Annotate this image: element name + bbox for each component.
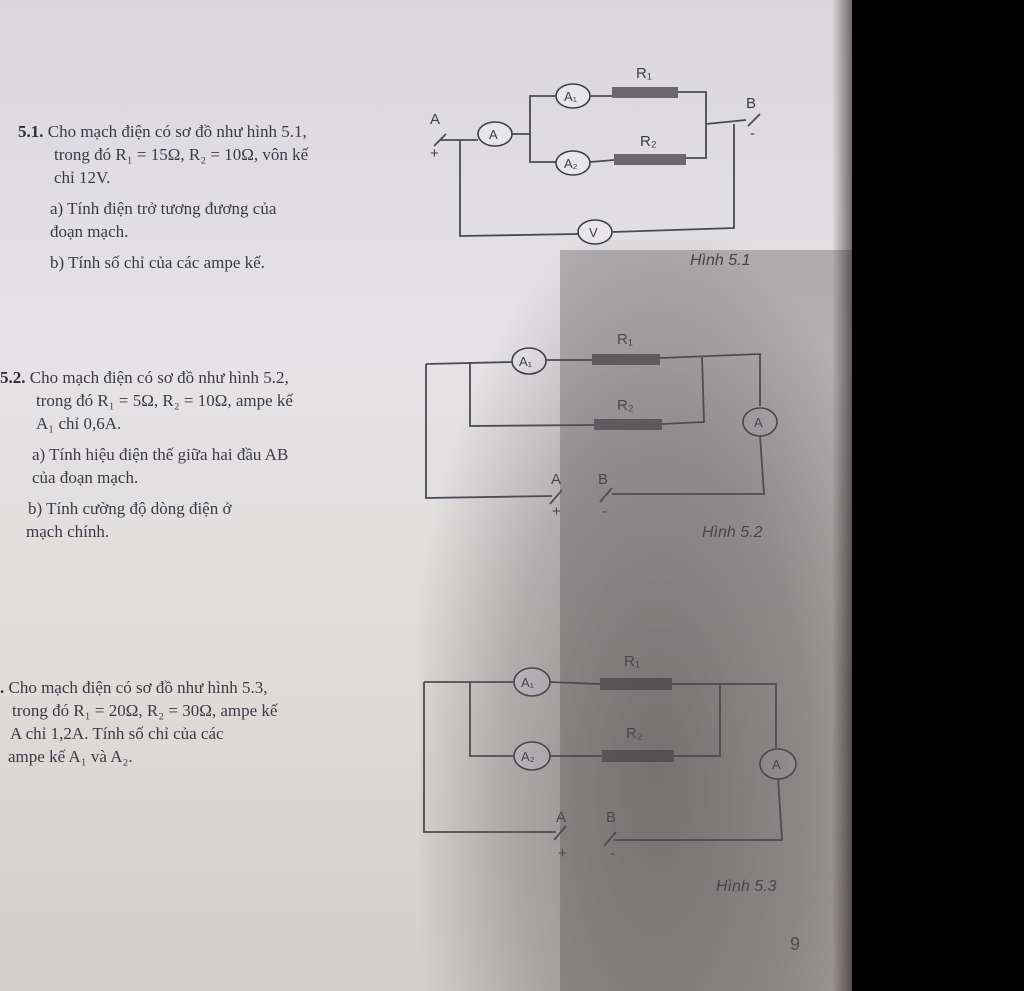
terminal-a-mark xyxy=(433,133,447,147)
statement-line: Cho mạch điện có sơ đồ như hình 5.2, xyxy=(29,368,289,387)
problem-5-1: 5.1. Cho mạch điện có sơ đồ như hình 5.1… xyxy=(18,120,378,274)
problem-number: 5.1. xyxy=(18,122,44,141)
terminal-a-mark xyxy=(553,825,567,841)
terminal-label: A xyxy=(556,809,566,826)
statement-line: ampe kế A₁ và A₂. xyxy=(8,747,133,766)
polarity-label: + xyxy=(552,503,561,520)
part-b: b) Tính cường độ dòng điện ở xyxy=(28,499,232,518)
figure-5-1: A₁ A₂ A V R₁ R₂ A B + - xyxy=(430,65,761,245)
resistor-r2 xyxy=(602,750,674,762)
polarity-label: - xyxy=(750,125,755,142)
part-b-cont: mạch chính. xyxy=(26,522,110,541)
wire xyxy=(659,353,761,406)
resistor-r1 xyxy=(592,354,660,365)
polarity-label: + xyxy=(558,845,567,862)
resistor-r2 xyxy=(614,154,686,165)
terminal-label: B xyxy=(746,95,756,112)
statement-line: Cho mạch điện có sơ đồ như hình 5.1, xyxy=(47,122,307,141)
meter-label: A xyxy=(772,757,781,772)
meter-label: A₂ xyxy=(564,156,578,171)
meter-label: A₁ xyxy=(521,675,535,690)
figure-caption: Hình 5.3 xyxy=(716,878,777,895)
terminal-label: A xyxy=(551,471,561,488)
polarity-label: - xyxy=(602,503,607,520)
part-a-cont: của đoạn mạch. xyxy=(32,468,139,487)
wire xyxy=(661,355,705,425)
wire xyxy=(425,364,553,499)
polarity-label: + xyxy=(430,145,439,162)
terminal-b-mark xyxy=(747,113,761,127)
meter-label: V xyxy=(589,225,598,240)
part-b: b) Tính số chỉ của các ampe kế. xyxy=(50,253,265,272)
terminal-label: B xyxy=(606,809,616,826)
figure-5-2: A₁ A R₁ R₂ A B + - xyxy=(425,331,778,520)
problem-number: . xyxy=(0,678,5,697)
statement-line: A chỉ 1,2A. Tính số chỉ của các xyxy=(10,724,224,743)
wire xyxy=(611,124,735,233)
resistor-r1 xyxy=(600,678,672,690)
meter-label: A₁ xyxy=(519,354,533,369)
part-a: a) Tính hiệu điện thế giữa hai đầu AB xyxy=(32,445,289,464)
circuit-diagrams: A₁ A₂ A V R₁ R₂ A B + - A₁ xyxy=(423,65,797,862)
meter-label: A xyxy=(754,415,763,430)
ammeter-a2 xyxy=(555,150,591,176)
ammeter-a xyxy=(477,121,513,147)
wire xyxy=(674,684,721,757)
wire xyxy=(678,91,707,159)
resistor-label: R₂ xyxy=(640,133,657,150)
figure-5-3: A₁ A₂ A R₁ R₂ A B + - xyxy=(423,653,797,862)
resistor-label: R₁ xyxy=(624,653,640,670)
problem-number: 5.2. xyxy=(0,368,26,387)
statement-line: trong đó R₁ = 15Ω, R₂ = 10Ω, vôn kế xyxy=(54,145,309,164)
part-a: a) Tính điện trở tương đương của xyxy=(50,199,277,218)
wire xyxy=(705,119,747,125)
polarity-label: - xyxy=(610,845,615,862)
statement-line: A₁ chỉ 0,6A. xyxy=(36,414,122,433)
ammeter-a1 xyxy=(555,83,591,109)
figure-caption: Hình 5.2 xyxy=(702,524,763,541)
problem-5-3: . Cho mạch điện có sơ đồ như hình 5.3, t… xyxy=(0,676,380,768)
statement-line: trong đó R₁ = 5Ω, R₂ = 10Ω, ampe kế xyxy=(36,391,293,410)
wire xyxy=(612,435,765,495)
resistor-r1 xyxy=(612,87,678,98)
terminal-b-mark xyxy=(603,831,617,847)
wire xyxy=(469,682,514,757)
wire xyxy=(549,681,601,685)
resistor-label: R₂ xyxy=(617,397,634,414)
terminal-label: B xyxy=(598,471,608,488)
statement-line: chỉ 12V. xyxy=(54,168,111,187)
page-edge xyxy=(832,0,852,991)
meter-label: A xyxy=(489,127,498,142)
problem-5-2: 5.2. Cho mạch điện có sơ đồ như hình 5.2… xyxy=(0,366,380,543)
figure-caption: Hình 5.1 xyxy=(690,252,751,269)
resistor-label: R₁ xyxy=(617,331,633,348)
resistor-label: R₂ xyxy=(626,725,643,742)
wire xyxy=(672,683,777,748)
meter-label: A₂ xyxy=(521,749,535,764)
statement-line: trong đó R₁ = 20Ω, R₂ = 30Ω, ampe kế xyxy=(12,701,278,720)
part-a-cont: đoạn mạch. xyxy=(50,222,129,241)
resistor-label: R₁ xyxy=(636,65,652,82)
wire xyxy=(589,159,615,163)
terminal-a-mark xyxy=(549,489,563,505)
statement-line: Cho mạch điện có sơ đồ như hình 5.3, xyxy=(8,678,268,697)
wire xyxy=(614,777,783,841)
wire xyxy=(529,134,556,163)
textbook-page: 5.1. Cho mạch điện có sơ đồ như hình 5.1… xyxy=(0,0,852,991)
wire xyxy=(459,140,579,237)
meter-label: A₁ xyxy=(564,89,578,104)
resistor-r2 xyxy=(594,419,662,430)
page-number: 9 xyxy=(790,934,801,954)
terminal-label: A xyxy=(430,111,440,128)
terminal-b-mark xyxy=(599,487,613,503)
wire xyxy=(512,95,556,135)
wire xyxy=(425,361,513,365)
